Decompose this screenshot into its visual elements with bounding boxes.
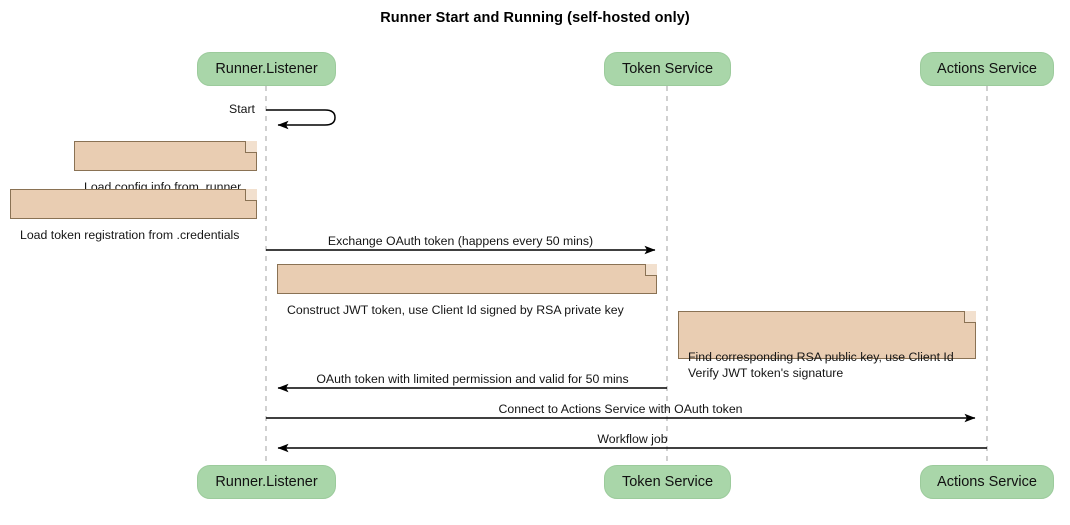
- note-text: Load token registration from .credential…: [20, 228, 240, 242]
- note-fold-corner-icon: [245, 189, 257, 201]
- participant-label: Runner.Listener: [215, 474, 318, 490]
- participant-label: Token Service: [621, 61, 714, 77]
- participant-header-token-service[interactable]: Token Service: [604, 52, 731, 86]
- note-text: Find corresponding RSA public key, use C…: [688, 350, 954, 380]
- note-construct-jwt-token: Construct JWT token, use Client Id signe…: [277, 264, 657, 317]
- participant-footer-actions-service[interactable]: Actions Service: [920, 465, 1054, 499]
- note-verify-jwt-signature: Find corresponding RSA public key, use C…: [678, 311, 976, 380]
- participant-label: Actions Service: [937, 474, 1037, 490]
- participant-label: Actions Service: [937, 61, 1037, 77]
- note-load-config-info: Load config info from .runner: [74, 141, 257, 194]
- message-label-connect-actions-service: Connect to Actions Service with OAuth to…: [498, 402, 743, 416]
- note-fold-corner-icon: [645, 264, 657, 276]
- message-arrow-start: [266, 109, 336, 130]
- note-load-token-registration: Load token registration from .credential…: [10, 189, 257, 242]
- participant-footer-token-service[interactable]: Token Service: [604, 465, 731, 499]
- message-label-workflow-job: Workflow job: [597, 432, 668, 446]
- message-label-oauth-token-response: OAuth token with limited permission and …: [316, 372, 629, 386]
- participant-footer-runner-listener[interactable]: Runner.Listener: [197, 465, 336, 499]
- note-text: Construct JWT token, use Client Id signe…: [287, 303, 624, 317]
- note-fold-corner-icon: [245, 141, 257, 153]
- participant-label: Runner.Listener: [215, 61, 318, 77]
- participant-label: Token Service: [621, 474, 714, 490]
- participant-header-actions-service[interactable]: Actions Service: [920, 52, 1054, 86]
- participant-header-runner-listener[interactable]: Runner.Listener: [197, 52, 336, 86]
- note-fold-corner-icon: [964, 311, 976, 323]
- message-label-start: Start: [229, 102, 255, 116]
- message-label-exchange-oauth-token: Exchange OAuth token (happens every 50 m…: [327, 234, 594, 248]
- diagram-title: Runner Start and Running (self-hosted on…: [380, 10, 690, 26]
